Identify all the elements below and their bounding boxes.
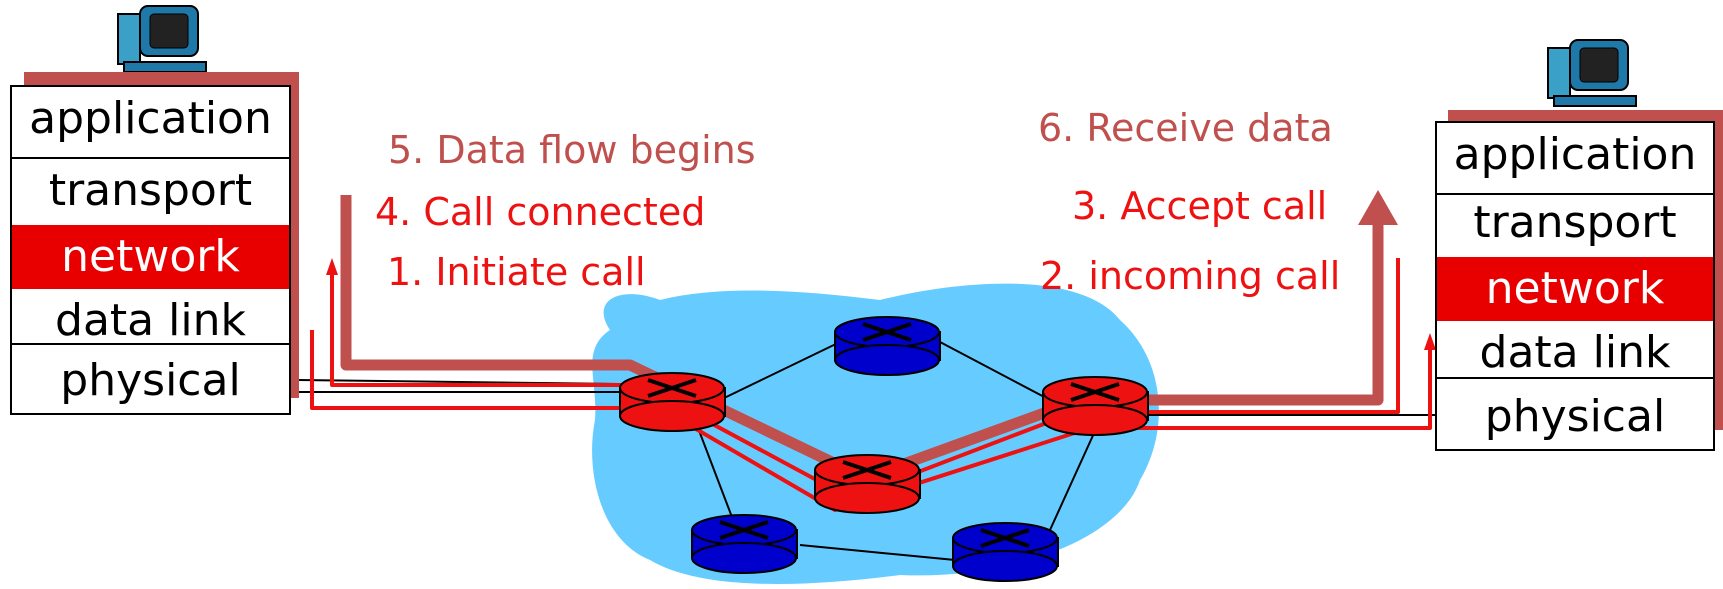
- step-4-label: 4. Call connected: [375, 190, 706, 234]
- data-flow-arrowhead: [1358, 190, 1398, 225]
- left-layer-transport: transport: [48, 165, 253, 216]
- router-active-right: [1042, 376, 1149, 436]
- right-layer-transport: transport: [1473, 197, 1677, 248]
- signal-arrowhead-left: [326, 258, 338, 275]
- computer-icon-left: [117, 5, 207, 73]
- right-layer-application: application: [1453, 129, 1697, 180]
- step-2-label: 2. incoming call: [1040, 254, 1341, 298]
- router-active-center: [814, 454, 921, 514]
- left-layer-network: network: [12, 225, 289, 289]
- step-6-label: 6. Receive data: [1038, 106, 1333, 150]
- right-protocol-stack: application transport network data link …: [1435, 121, 1715, 451]
- step-5-label: 5. Data flow begins: [388, 128, 756, 172]
- router-idle-top: [834, 316, 941, 376]
- right-layer-network: network: [1437, 257, 1713, 321]
- router-links: [297, 341, 1445, 561]
- left-layer-data-link: data link: [55, 295, 246, 346]
- step-1-label: 1. Initiate call: [387, 250, 646, 294]
- router-idle-bottom-right: [952, 522, 1059, 582]
- right-layer-data-link: data link: [1479, 327, 1671, 378]
- left-protocol-stack: application transport network data link …: [10, 85, 291, 415]
- computer-icon-right: [1547, 39, 1637, 107]
- router-idle-bottom-left: [691, 514, 798, 574]
- network-cloud: [592, 283, 1159, 585]
- router-active-left: [619, 372, 726, 432]
- left-layer-application: application: [29, 93, 272, 144]
- step-3-label: 3. Accept call: [1072, 184, 1328, 228]
- signal-arrowhead-right: [1424, 333, 1436, 350]
- right-layer-physical: physical: [1484, 391, 1666, 442]
- left-layer-physical: physical: [60, 355, 241, 406]
